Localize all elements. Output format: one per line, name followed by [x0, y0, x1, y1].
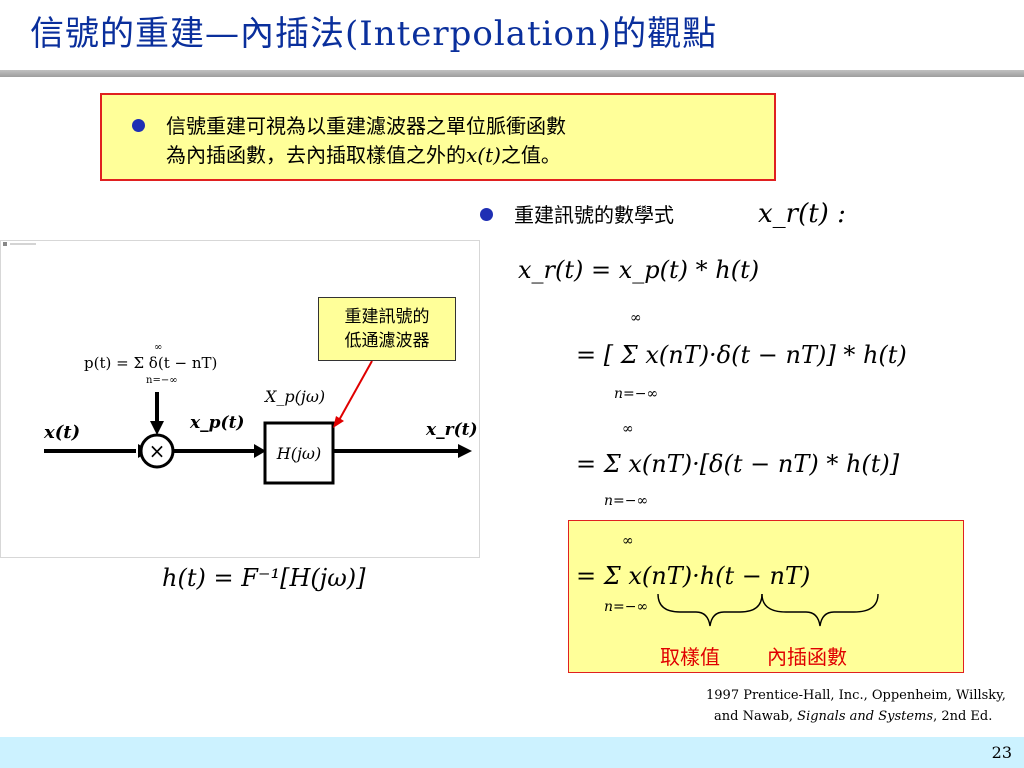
filter-label: H(jω) — [276, 444, 321, 463]
interp-underbrace — [761, 593, 879, 627]
interp-function-label: 內插函數 — [767, 645, 847, 669]
arrow-icon — [458, 444, 472, 458]
equation-convolution: x_r(t) = x_p(t) * h(t) — [518, 256, 759, 284]
reconstruction-heading: 重建訊號的數學式 — [514, 203, 674, 227]
filter-callout: 重建訊號的 低通濾波器 — [318, 297, 456, 361]
definition-line-1: 信號重建可視為以重建濾波器之單位脈衝函數 — [166, 114, 566, 138]
footer-bar: 23 — [0, 737, 1024, 768]
pulse-train-label: p(t) = Σ δ(t − nT) — [84, 354, 217, 372]
equation-2: = [ Σ x(nT)·δ(t − nT)] * h(t) — [576, 341, 907, 369]
callout-line-2: 低通濾波器 — [344, 331, 430, 351]
bullet-icon — [480, 208, 493, 221]
bullet-icon — [132, 119, 145, 132]
input-label: x(t) — [43, 422, 80, 443]
equation-4-sum-lower: n=−∞ — [604, 599, 648, 615]
arrow-icon — [333, 416, 344, 428]
equation-2-sum-upper: ∞ — [630, 310, 642, 326]
samples-underbrace — [657, 593, 763, 627]
page-number: 23 — [991, 743, 1012, 762]
block-diagram-frame — [0, 240, 480, 558]
sampled-label: x_p(t) — [189, 413, 244, 433]
impulse-response-formula: h(t) = F⁻¹[H(jω)] — [162, 564, 366, 592]
slide-title: 信號的重建—內插法(Interpolation)的觀點 — [30, 14, 718, 54]
equation-3-sum-lower: n=−∞ — [604, 493, 648, 509]
reference-edition: , 2nd Ed. — [933, 709, 993, 724]
reconstruction-variable: x_r(t) : — [758, 199, 846, 229]
caption-mark — [3, 242, 7, 246]
title-divider — [0, 70, 1024, 77]
definition-line-2-text: 為內插函數，去內插取樣值之外的 — [166, 143, 466, 167]
multiplier-symbol: × — [149, 439, 166, 463]
equation-3-sum-upper: ∞ — [622, 421, 634, 437]
highlight-box-definition: 信號重建可視為以重建濾波器之單位脈衝函數 為內插函數，去內插取樣值之外的x(t)… — [100, 93, 776, 181]
callout-pointer — [337, 360, 373, 423]
reference-authors: and Nawab, — [714, 709, 798, 724]
highlight-box-result — [568, 520, 964, 673]
title-bar: 信號的重建—內插法(Interpolation)的觀點 — [0, 0, 1024, 70]
spectrum-label: X_p(jω) — [263, 387, 325, 406]
callout-line-1: 重建訊號的 — [344, 307, 430, 327]
definition-line-2-variable: x(t) — [466, 143, 501, 167]
equation-2-sum-lower: n=−∞ — [614, 386, 658, 402]
equation-4-sum-upper: ∞ — [622, 533, 634, 549]
definition-line-2-end: 之值。 — [500, 143, 561, 167]
equation-4: = Σ x(nT)·h(t − nT) — [576, 562, 810, 590]
reference-book-title: Signals and Systems — [797, 709, 934, 724]
reference-line-1: 1997 Prentice-Hall, Inc., Oppenheim, Wil… — [706, 688, 1006, 703]
block-diagram: × p(t) = Σ δ(t − nT) ∞ n=−∞ x(t) x_p(t) … — [3, 242, 478, 485]
reference-line-2: and Nawab, Signals and Systems, 2nd Ed. — [714, 708, 992, 726]
arrow-icon — [150, 421, 164, 435]
equation-3: = Σ x(nT)·[δ(t − nT) * h(t)] — [576, 450, 900, 478]
pulse-train-sum-upper: ∞ — [154, 342, 162, 353]
arrow-icon — [254, 444, 266, 458]
output-label: x_r(t) — [425, 420, 478, 440]
pulse-train-sum-lower: n=−∞ — [146, 375, 178, 386]
samples-label: 取樣值 — [660, 645, 720, 669]
definition-line-2: 為內插函數，去內插取樣值之外的x(t)之值。 — [166, 141, 561, 169]
